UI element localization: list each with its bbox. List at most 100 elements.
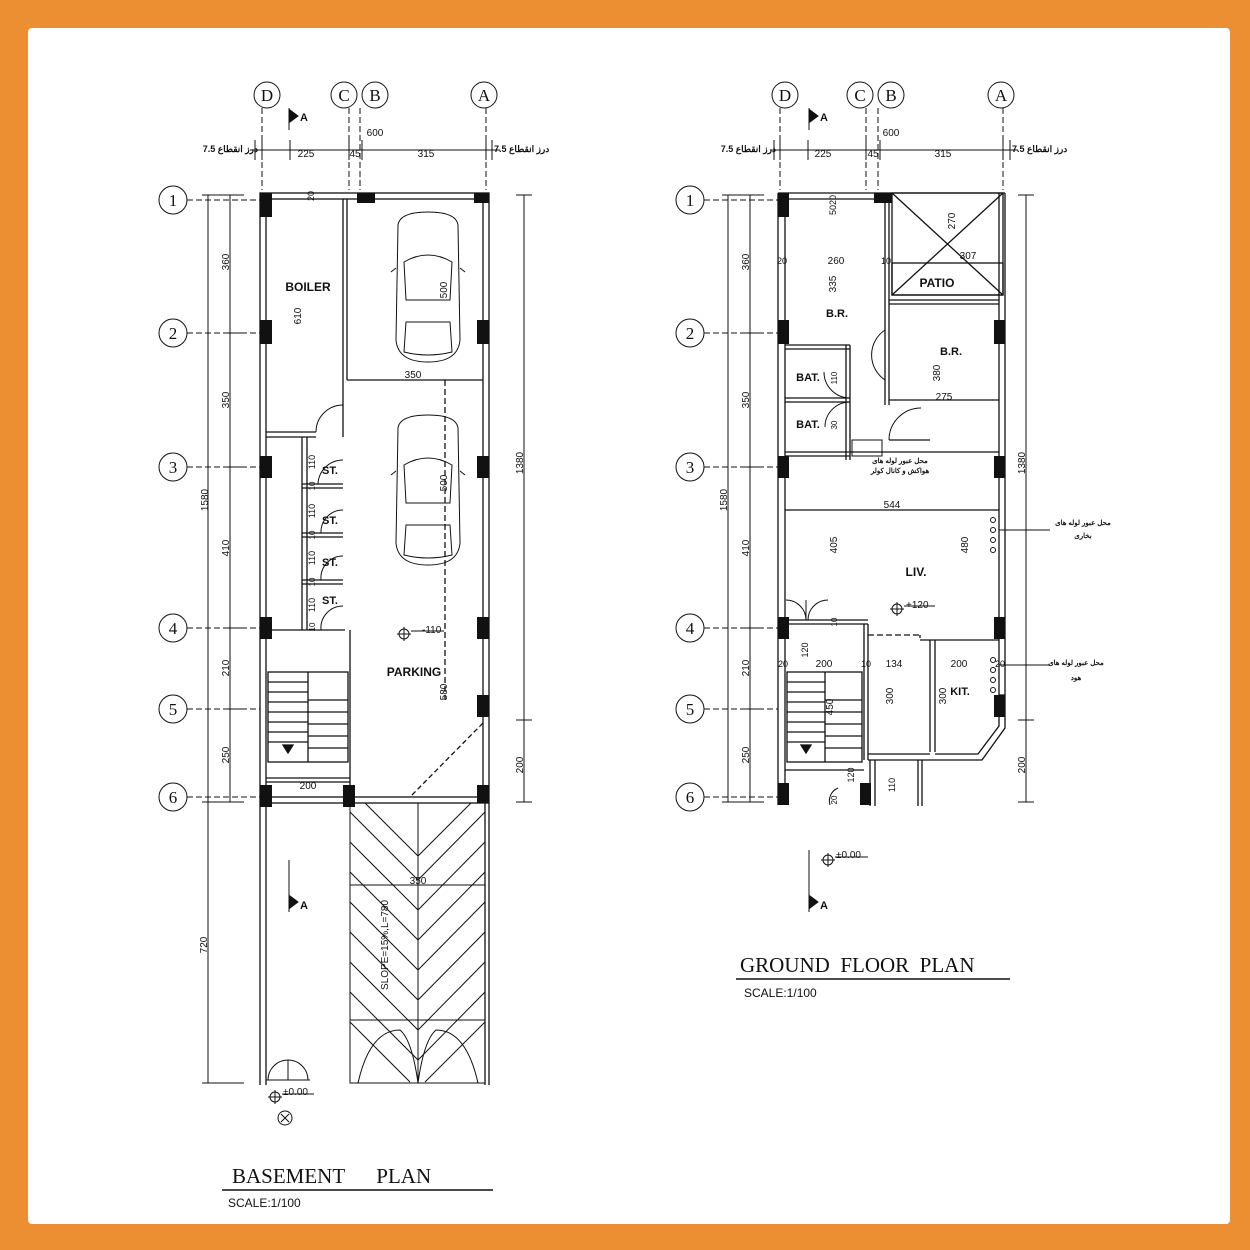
- section-mark-bottom: A: [300, 900, 308, 912]
- gf-dim-410: 410: [741, 539, 752, 556]
- gf-dim-120-b: 120: [846, 767, 856, 782]
- gf-seismic-gap-right: درز انقطاع 7.5: [1012, 144, 1067, 155]
- gf-axis-label-A: A: [995, 86, 1008, 105]
- row-label-2: 2: [169, 324, 178, 343]
- gf-dim-450: 450: [825, 698, 836, 715]
- room-bath-1: BAT.: [796, 372, 820, 384]
- row-label-4: 4: [169, 619, 178, 638]
- level-living: +120: [906, 600, 929, 611]
- gf-dim-210: 210: [741, 659, 752, 676]
- gf-dim-405: 405: [829, 536, 840, 553]
- ground-top-dimension: [770, 140, 1018, 160]
- level-marker-parking: [397, 627, 444, 641]
- dim-110-d: 110: [307, 598, 317, 612]
- dim-1580: 1580: [200, 488, 211, 511]
- dim-500-b: 500: [439, 474, 450, 491]
- dim-200: 200: [300, 781, 317, 792]
- room-storage-1: ST.: [322, 465, 338, 477]
- room-bedroom-2: B.R.: [940, 346, 962, 358]
- seismic-gap-left: 7.5 درز انقطاع: [203, 144, 258, 155]
- level-marker-living: [890, 602, 935, 616]
- gf-dim-20-d: 20: [830, 795, 839, 804]
- dim-350-a: 350: [405, 370, 422, 381]
- basement-top-dimension: [250, 140, 500, 160]
- gf-row-label-3: 3: [686, 458, 695, 477]
- dim-45: 45: [349, 149, 361, 160]
- gf-dim-200-right: 200: [1017, 756, 1028, 773]
- basement-row-axes: [158, 185, 260, 812]
- gf-row-label-5: 5: [686, 700, 695, 719]
- row-label-6: 6: [169, 788, 178, 807]
- room-boiler: BOILER: [285, 280, 331, 294]
- gf-dim-300-a: 300: [885, 687, 896, 704]
- gf-dim-10-c: 10: [830, 617, 839, 626]
- gf-dim-110-c: 110: [830, 371, 839, 384]
- gf-dim-250: 250: [741, 746, 752, 763]
- row-label-1: 1: [169, 191, 178, 210]
- gf-axis-label-D: D: [779, 86, 791, 105]
- dim-350-b: 350: [410, 876, 427, 887]
- ground-row-axes: [675, 185, 778, 812]
- level-gf-entry: ±0.00: [836, 850, 861, 861]
- axis-label-A: A: [478, 86, 491, 105]
- row-label-3: 3: [169, 458, 178, 477]
- gf-section-mark-bottom: A: [820, 900, 828, 912]
- ramp-slope-label: SLOPE=15%,L=780: [380, 900, 391, 991]
- gf-dim-1580: 1580: [719, 488, 730, 511]
- dim-110-a: 110: [307, 455, 317, 469]
- ground-shafts: [851, 439, 1050, 693]
- gf-dim-200-a: 200: [816, 659, 833, 670]
- dim-200-right: 200: [515, 756, 526, 773]
- gf-dim-120-a: 120: [800, 642, 810, 657]
- dim-350: 350: [221, 391, 232, 408]
- dim-315: 315: [418, 149, 435, 160]
- dim-250: 250: [221, 746, 232, 763]
- note-vent-line1: محل عبور لوله های: [872, 457, 928, 465]
- room-bedroom-1: B.R.: [826, 308, 848, 320]
- gf-dim-380: 380: [932, 364, 943, 381]
- gf-dim-20-a: 20: [777, 256, 787, 266]
- gf-dim-110: 110: [887, 778, 897, 792]
- gf-row-label-4: 4: [686, 619, 695, 638]
- gf-dim-total: 600: [883, 128, 900, 139]
- dim-110-c: 110: [307, 551, 317, 565]
- dim-580: 580: [439, 683, 450, 700]
- ground-floor-scale: SCALE:1/100: [744, 986, 817, 1000]
- basement-ramp: [349, 802, 486, 1084]
- dim-410: 410: [221, 539, 232, 556]
- dim-10-b: 10: [308, 530, 317, 539]
- gf-row-label-2: 2: [686, 324, 695, 343]
- dim-20: 20: [306, 191, 316, 201]
- basement-doors: [266, 404, 344, 1081]
- gf-dim-1380: 1380: [1017, 451, 1028, 474]
- dim-360: 360: [221, 253, 232, 270]
- basement-left-dimension: [202, 194, 244, 1084]
- gf-section-mark-label: A: [820, 112, 828, 124]
- gf-row-label-6: 6: [686, 788, 695, 807]
- gf-dim-544: 544: [884, 500, 901, 511]
- gf-seismic-gap-left: 7.5 درز انقطاع: [721, 144, 776, 155]
- room-bath-2: BAT.: [796, 419, 820, 431]
- gf-axis-label-C: C: [854, 86, 865, 105]
- room-storage-2: ST.: [322, 515, 338, 527]
- gf-dim-134: 134: [886, 659, 903, 670]
- dim-10-c: 10: [308, 577, 317, 586]
- dim-110-b: 110: [307, 504, 317, 518]
- seismic-gap-right: درز انقطاع 7.5: [494, 144, 549, 155]
- level-entry: ±0.00: [283, 1087, 308, 1098]
- gf-dim-480: 480: [960, 536, 971, 553]
- gf-dim-225: 225: [815, 149, 832, 160]
- note-hood-line1: محل عبور لوله های: [1048, 659, 1104, 667]
- room-kitchen: KIT.: [950, 686, 970, 698]
- note-hood-line2: هود: [1071, 675, 1082, 682]
- basement-columns: [260, 193, 489, 807]
- ground-columns: [778, 193, 1005, 805]
- room-parking: PARKING: [387, 665, 441, 679]
- ground-right-dimension: [1018, 194, 1034, 803]
- gf-dim-10-b: 10: [861, 659, 871, 669]
- basement-title: BASEMENT PLAN: [232, 1164, 431, 1188]
- gf-dim-20-b: 20: [778, 659, 788, 669]
- gf-dim-260: 260: [828, 256, 845, 267]
- gf-dim-30: 30: [830, 420, 839, 429]
- gf-row-label-1: 1: [686, 191, 695, 210]
